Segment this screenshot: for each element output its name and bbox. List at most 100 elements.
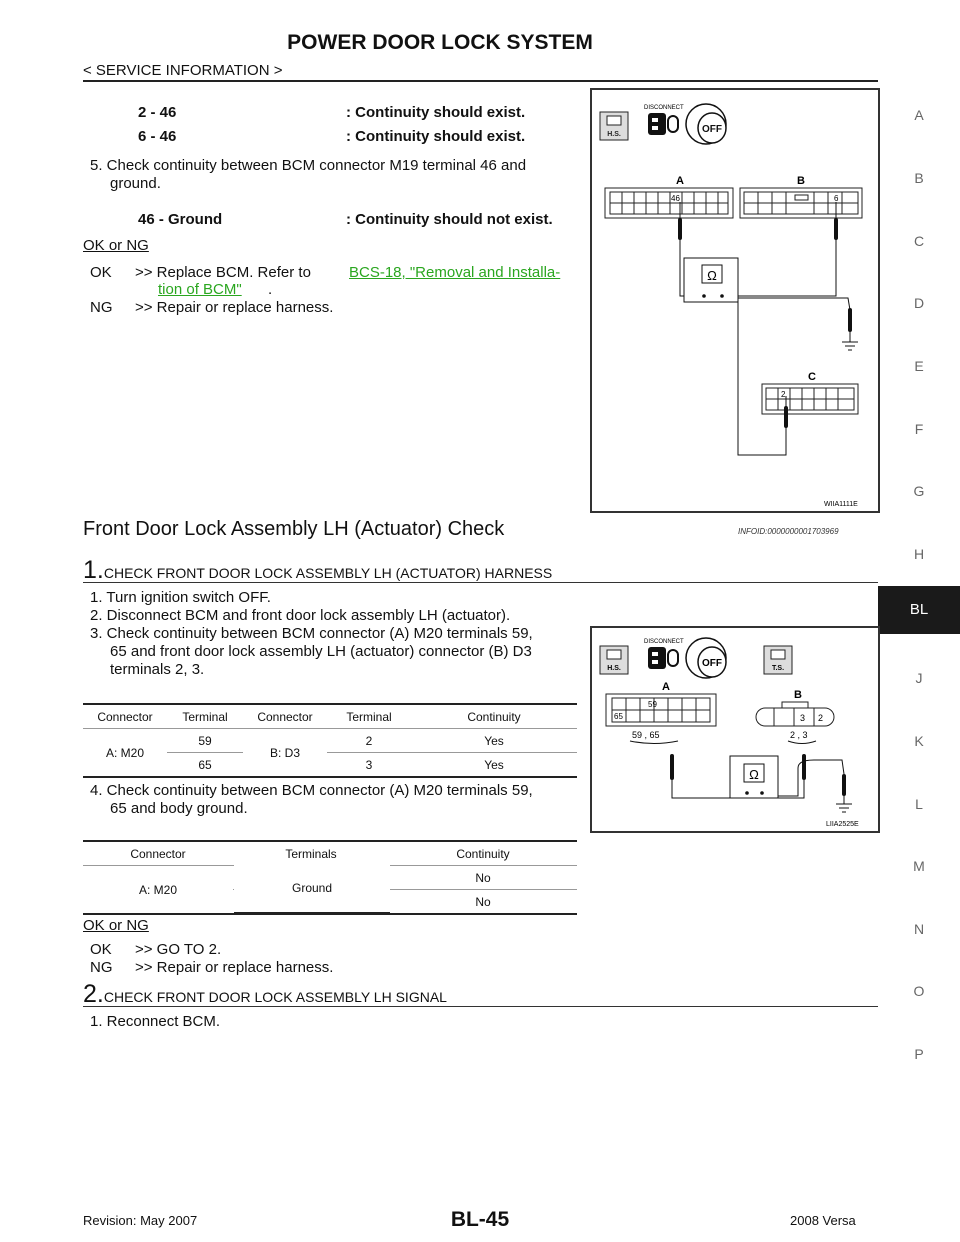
bcs-18-link-cont[interactable]: tion of BCM" [158,281,242,298]
page-number: BL-45 [450,1208,510,1231]
step-1-number: 1. [83,556,104,584]
step-2-number: 2. [83,980,104,1008]
spec-result-46-ground: : Continuity should not exist. [346,211,553,228]
t2-conn-a: A: M20 [83,865,233,915]
tab-k[interactable]: K [914,733,924,749]
step-1-ng-key: NG [90,959,113,976]
pin-2-label: 2 [818,713,823,723]
off-label: OFF [702,658,722,669]
step-1-ok-key: OK [90,941,112,958]
t1-header-terminal-b: Terminal [327,703,411,729]
info-id: INFOID:0000000001703969 [738,527,839,536]
t1-header-continuity: Continuity [411,703,577,729]
t1-cell: 59 [167,728,243,753]
spec-result-6-46: : Continuity should exist. [346,128,526,145]
t1-cell: 3 [327,752,411,778]
step-1-ok-ng-heading: OK or NG [83,917,149,934]
hs-label: H.S. [607,131,621,138]
tab-o[interactable]: O [913,983,925,999]
header-rule [83,80,878,82]
step-2-line-1: 1. Reconnect BCM. [90,1013,221,1030]
tab-g[interactable]: G [913,483,925,499]
t1-conn-a: A: M20 [83,728,167,778]
spec-pair-46-ground: 46 - Ground [138,211,223,228]
connector-b: 6 [739,187,863,219]
t2-cell: No [389,889,577,915]
tab-b[interactable]: B [914,170,924,186]
t1-header-terminal: Terminal [167,703,243,729]
footer-revision: Revision: May 2007 [83,1213,198,1228]
conn-b-terminals: 2 , 3 [790,730,808,740]
t2-header-continuity: Continuity [389,840,577,866]
pin-6-label: 6 [834,194,839,203]
step-5-text: 5. Check continuity between BCM connecto… [90,157,527,174]
figure-1-diagram: H.S. DISCONNECT OFF A B [599,103,863,508]
conn-a-terminals: 59 , 65 [632,730,660,740]
spec-result-2-46: : Continuity should exist. [346,104,526,121]
ohmmeter-icon: Ω [729,755,779,799]
t1-cell: Yes [411,752,577,778]
tab-j[interactable]: J [915,670,923,686]
t2-cell: No [389,865,577,890]
ng-text: >> Repair or replace harness. [135,299,334,316]
step-1-line-3: 3. Check continuity between BCM connecto… [90,625,533,642]
disconnect-icon [648,647,679,669]
ignition-off-icon: OFF [685,103,727,145]
ts-label: T.S. [772,665,784,672]
step-1-rule [83,582,878,583]
step-2-heading: 2.CHECK FRONT DOOR LOCK ASSEMBLY LH SIGN… [83,980,447,1009]
page-subtitle: < SERVICE INFORMATION > [83,62,283,79]
tab-c[interactable]: C [913,233,925,249]
tab-bl[interactable]: BL [878,586,960,634]
tab-a[interactable]: A [914,107,924,123]
t1-cell: Yes [411,728,577,753]
tab-h[interactable]: H [913,546,925,562]
step-1-line-4b: 65 and body ground. [110,800,248,817]
step-1-title: CHECK FRONT DOOR LOCK ASSEMBLY LH (ACTUA… [103,565,553,581]
tab-e[interactable]: E [914,358,924,374]
ohm-symbol: Ω [707,268,717,283]
ignition-off-icon: OFF [685,637,727,679]
tab-m[interactable]: M [913,858,925,874]
step-1-line-3c: terminals 2, 3. [110,661,205,678]
tab-d[interactable]: D [913,295,925,311]
step-1-heading: 1.CHECK FRONT DOOR LOCK ASSEMBLY LH (ACT… [83,556,552,585]
bcs-18-link[interactable]: BCS-18, "Removal and Installa- [349,264,561,281]
ts-icon: T.S. [763,645,793,675]
t2-ground: Ground [234,864,390,914]
step-5-text-cont: ground. [110,175,161,192]
figure-2-diagram: H.S. DISCONNECT OFF T.S. A [599,637,859,828]
t1-cell: 65 [167,752,243,778]
ohmmeter-icon: Ω [683,257,739,303]
step-1-ok-text: >> GO TO 2. [135,941,222,958]
t1-cell: 2 [327,728,411,753]
connector-b: 3 2 [755,701,835,727]
spec-pair-6-46: 6 - 46 [138,128,177,145]
step-2-rule [83,1006,878,1007]
connector-c: 2 [761,383,859,415]
step-1-ng-text: >> Repair or replace harness. [135,959,334,976]
conn-c-label: C [808,371,816,383]
hs-icon: H.S. [599,111,629,141]
tab-l[interactable]: L [915,796,923,812]
conn-a-label: A [662,681,670,693]
pin-65-label: 65 [614,712,623,721]
spec-pair-2-46: 2 - 46 [138,104,177,121]
off-label: OFF [702,124,722,135]
hs-icon: H.S. [599,645,629,675]
hs-label: H.S. [607,665,621,672]
connector-a: 46 [604,187,734,219]
ng-key: NG [90,299,113,316]
ok-key: OK [90,264,112,281]
continuity-table-1: Connector Terminal Connector Terminal Co… [83,703,577,778]
figure-liia2525e: H.S. DISCONNECT OFF T.S. A [590,626,880,833]
tab-f[interactable]: F [914,421,924,437]
tab-p[interactable]: P [914,1046,924,1062]
t1-conn-b: B: D3 [243,728,327,778]
t2-header-connector: Connector [83,840,233,866]
tab-n[interactable]: N [913,921,925,937]
ok-text-end: . [268,281,273,298]
disconnect-label: DISCONNECT [644,105,684,111]
pin-46-label: 46 [671,194,680,203]
step-1-line-3b: 65 and front door lock assembly LH (actu… [110,643,532,660]
